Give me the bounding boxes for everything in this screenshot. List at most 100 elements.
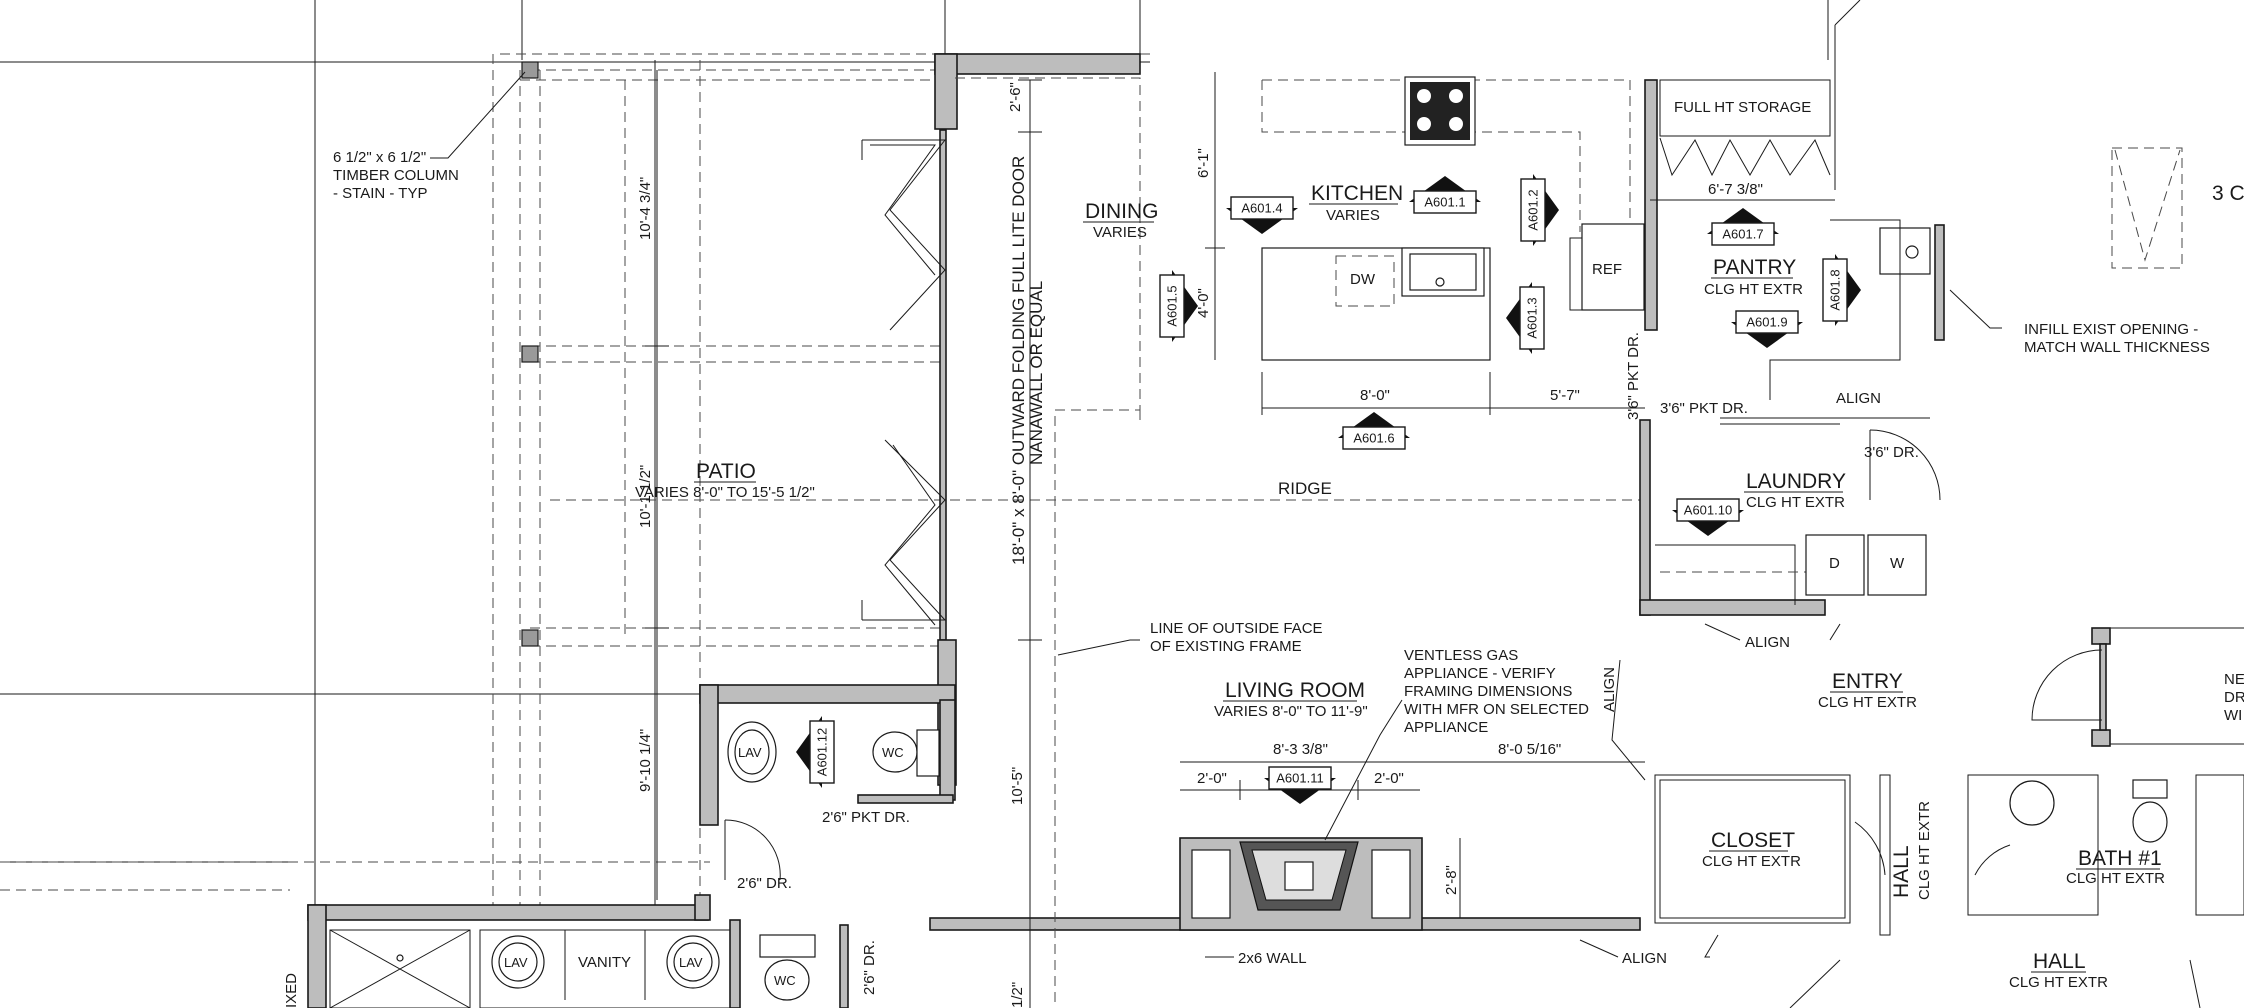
elevation-tag: A601.11	[1264, 766, 1336, 804]
room-sub-hall-vertical: CLG HT EXTR	[1916, 801, 1933, 900]
dishwasher-label: DW	[1350, 271, 1376, 288]
pantry-sink	[1879, 227, 1931, 275]
lower-right-rooms	[1654, 649, 2244, 1008]
full-ht-storage-label: FULL HT STORAGE	[1674, 99, 1811, 116]
room-name-dining: DINING	[1085, 200, 1159, 223]
elevation-tag-box	[1520, 178, 1546, 242]
dim-9-10-1-4: 9'-10 1/4"	[637, 729, 654, 792]
timber-note-line3: - STAIN - TYP	[333, 185, 427, 202]
elevation-tag-box	[1342, 426, 1406, 450]
wall-2x6-note: 2x6 WALL	[1238, 950, 1307, 967]
elevation-tag-box	[1822, 258, 1848, 322]
edge-text-right: NE	[2224, 671, 2244, 688]
room-labels: PATIO VARIES 8'-0" TO 15'-5 1/2" DINING …	[635, 182, 2165, 991]
room-sub-closet: CLG HT EXTR	[1702, 853, 1801, 870]
leader-lines	[430, 71, 2002, 958]
dim-8-0-5-16: 8'-0 5/16"	[1498, 741, 1561, 758]
room-name-kitchen: KITCHEN	[1311, 182, 1403, 205]
elevation-tag: A601.10	[1672, 498, 1744, 536]
elevation-tag: A601.12	[796, 716, 835, 788]
elevation-tag-box	[1519, 286, 1545, 350]
ref-label: REF	[1592, 261, 1622, 278]
door-note-right: 3'6" DR.	[1864, 444, 1919, 461]
door-note-laundry: 3'6" PKT DR.	[1660, 400, 1748, 417]
room-name-hall-lower: HALL	[2033, 950, 2086, 973]
dim-2-0-right: 2'-0"	[1374, 770, 1404, 787]
elevation-tag-label: A601.9	[1746, 315, 1787, 330]
folding-door-note-line2: NANAWALL OR EQUAL	[1027, 281, 1046, 465]
room-sub-patio: VARIES 8'-0" TO 15'-5 1/2"	[635, 484, 815, 501]
elevation-tag-label: A601.10	[1684, 503, 1732, 518]
elevation-tag: A601.4	[1226, 196, 1298, 234]
door-note-pantry: 3'6" PKT DR.	[1625, 332, 1642, 420]
elevation-tag: A601.9	[1731, 310, 1803, 348]
timber-column	[521, 629, 539, 647]
elevation-tag-box	[1268, 766, 1332, 790]
elevation-tag-label: A601.4	[1241, 201, 1282, 216]
walls	[307, 53, 2111, 1008]
infill-note-line2: MATCH WALL THICKNESS	[2024, 339, 2210, 356]
dim-2-6: 2'-6"	[1007, 82, 1024, 112]
align-note: ALIGN	[1745, 634, 1790, 651]
elevation-tag-label: A601.3	[1525, 297, 1540, 338]
room-name-hall-vertical: HALL	[1890, 845, 1913, 898]
annotation-notes: 6 1/2" x 6 1/2" TIMBER COLUMN - STAIN - …	[283, 149, 2244, 1008]
kitchen-counters: DW REF	[1261, 76, 1645, 361]
wc-label: WC	[774, 973, 796, 988]
align-note: ALIGN	[1601, 667, 1618, 712]
dim-8-3-3-8: 8'-3 3/8"	[1273, 741, 1328, 758]
line-face-note-line1: LINE OF OUTSIDE FACE	[1150, 620, 1323, 637]
dim-6-1: 6'-1"	[1195, 148, 1212, 178]
timber-note-line1: 6 1/2" x 6 1/2"	[333, 149, 426, 166]
folding-door-note-line1: 18'-0" x 8'-0" OUTWARD FOLDING FULL LITE…	[1009, 156, 1028, 565]
room-name-living: LIVING ROOM	[1225, 679, 1365, 702]
elevation-tag: A601.7	[1707, 208, 1779, 246]
room-sub-dining: VARIES	[1093, 224, 1147, 241]
elevation-tag-box	[1735, 310, 1799, 334]
dim-6-7-3-8: 6'-7 3/8"	[1708, 181, 1763, 198]
elevation-tag: A601.3	[1506, 282, 1545, 354]
elevation-tag-box	[1711, 222, 1775, 246]
ventless-note-line1: VENTLESS GAS	[1404, 647, 1518, 664]
infill-note-line1: INFILL EXIST OPENING -	[2024, 321, 2198, 338]
ridge-label: RIDGE	[1278, 479, 1332, 498]
dim-4-0: 4'-0"	[1195, 288, 1212, 318]
timber-column	[521, 345, 539, 363]
ventless-note-line4: WITH MFR ON SELECTED	[1404, 701, 1589, 718]
ventless-note-line2: APPLIANCE - VERIFY	[1404, 665, 1556, 682]
elevation-tag-label: A601.1	[1424, 195, 1465, 210]
dim-bottom: 1/2"	[1009, 982, 1026, 1008]
timber-note-line2: TIMBER COLUMN	[333, 167, 459, 184]
elevation-tag: A601.5	[1159, 270, 1198, 342]
laundry-area: D W	[1649, 429, 1941, 605]
room-sub-kitchen: VARIES	[1326, 207, 1380, 224]
align-note: ALIGN	[1622, 950, 1667, 967]
washer-label: W	[1890, 555, 1905, 572]
room-name-patio: PATIO	[696, 460, 756, 483]
door-note-vertical: 2'6" DR.	[861, 940, 878, 995]
elevation-tag-box	[1676, 498, 1740, 522]
edge-text-right: DR	[2224, 689, 2244, 706]
right-edge-fixture	[2110, 147, 2244, 745]
dim-10-5: 10'-5"	[1009, 767, 1026, 805]
room-sub-living: VARIES 8'-0" TO 11'-9"	[1214, 703, 1368, 720]
elevation-tag-box	[1413, 190, 1477, 214]
elevation-tag-box	[809, 720, 835, 784]
dining-outline	[955, 77, 1141, 1008]
room-sub-hall-lower: CLG HT EXTR	[2009, 974, 2108, 991]
elevation-tag: A601.6	[1338, 412, 1410, 450]
dryer-label: D	[1829, 555, 1840, 572]
dryer	[1805, 534, 1865, 596]
lav-label: LAV	[679, 955, 703, 970]
edge-text-right-top: 3 C	[2212, 182, 2244, 205]
room-name-pantry: PANTRY	[1713, 256, 1796, 279]
lav-label: LAV	[504, 955, 528, 970]
lav-label: LAV	[738, 745, 762, 760]
room-sub-pantry: CLG HT EXTR	[1704, 281, 1803, 298]
edge-text-right: WI	[2224, 707, 2242, 724]
elevation-tag-box	[1159, 274, 1185, 338]
elevation-tag-label: A601.8	[1828, 269, 1843, 310]
room-sub-bath1: CLG HT EXTR	[2066, 870, 2165, 887]
powder-bath: LAV WC	[724, 721, 940, 881]
